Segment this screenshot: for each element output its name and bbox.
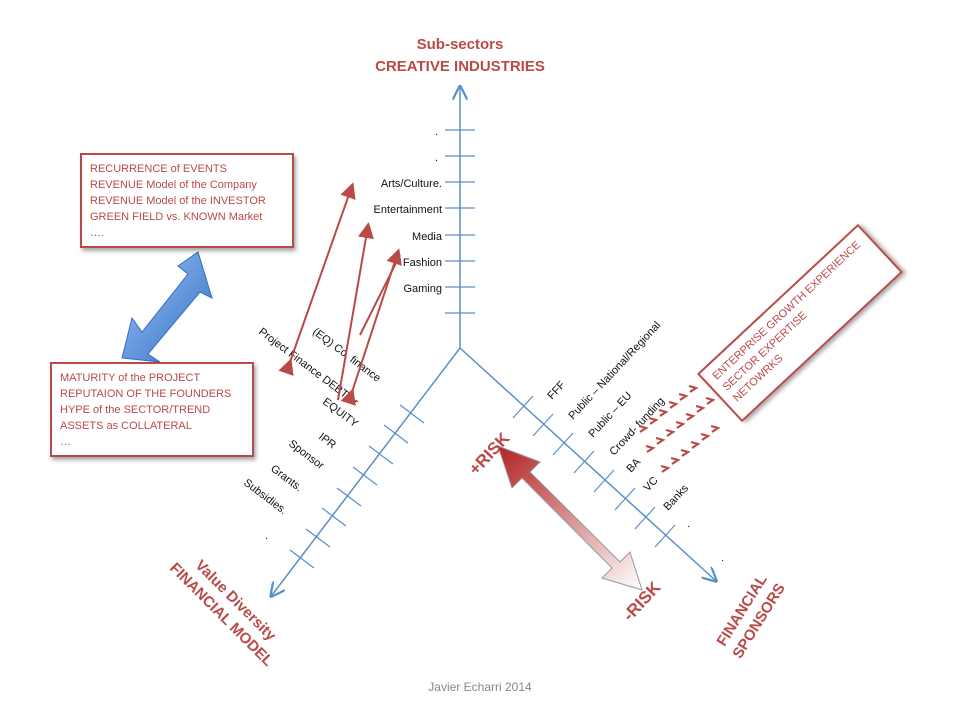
box-line: … [60,436,71,448]
financial-sponsor-label: . [681,520,692,530]
top-axis-title: Sub-sectors CREATIVE INDUSTRIES [360,34,560,78]
top-axis-ticks [445,129,475,314]
chevrons-ba [645,396,716,453]
financial-sponsor-label: BA [624,456,643,475]
sub-sector-label: Media [412,231,443,243]
top-axis-title-line1: Sub-sectors [416,36,504,53]
box-line: RECURRENCE of EVENTS [90,163,227,175]
author-credit: Javier Echarri 2014 [428,680,532,694]
financial-sponsor-label: VC [641,475,660,494]
box-project-factors: MATURITY of the PROJECT REPUTAION OF THE… [50,362,254,457]
blue-double-arrow [121,251,213,363]
financial-model-label: Subsidies. [241,477,289,517]
chevrons-crowdfunding [638,384,699,433]
top-axis-title-line2: CREATIVE INDUSTRIES [375,58,545,75]
financial-model-label: Project Finance DEBT or [256,326,360,409]
risk-double-arrow [497,445,643,591]
sub-sector-label: . [435,126,438,138]
box-line: HYPE of the SECTOR/TREND [60,404,211,416]
financial-sponsor-label: Banks [661,482,691,513]
box-line: REPUTAION OF THE FOUNDERS [60,388,232,400]
financial-model-label: . [263,531,273,542]
financial-model-label: IPR [316,431,338,452]
box-line: ASSETS as COLLATERAL [60,420,192,432]
box-line: MATURITY of the PROJECT [60,372,201,384]
sub-sector-label: Arts/Culture. [381,178,442,190]
chevrons-vc [660,424,721,473]
left-axis-line [272,347,461,595]
connector-arrows [278,182,402,406]
sub-sector-label: . [435,152,438,164]
financial-model-label: Grants. [268,463,304,494]
sub-sector-label: Entertainment [374,204,442,216]
financial-sponsor-label: FFF [545,379,568,402]
left-axis-ticks [289,404,425,569]
box-line: …. [90,227,105,239]
box-line: REVENUE Model of the INVESTOR [90,195,266,207]
financial-sponsor-label: . [715,554,726,564]
sub-sector-label: Fashion [403,257,442,269]
sub-sector-label: Gaming [403,283,442,295]
box-revenue-factors: RECURRENCE of EVENTS REVENUE Model of th… [80,153,294,248]
right-axis-ticks [512,395,676,548]
box-line: REVENUE Model of the Company [90,179,257,191]
box-line: GREEN FIELD vs. KNOWN Market [90,211,263,223]
right-axis-line [459,347,715,580]
